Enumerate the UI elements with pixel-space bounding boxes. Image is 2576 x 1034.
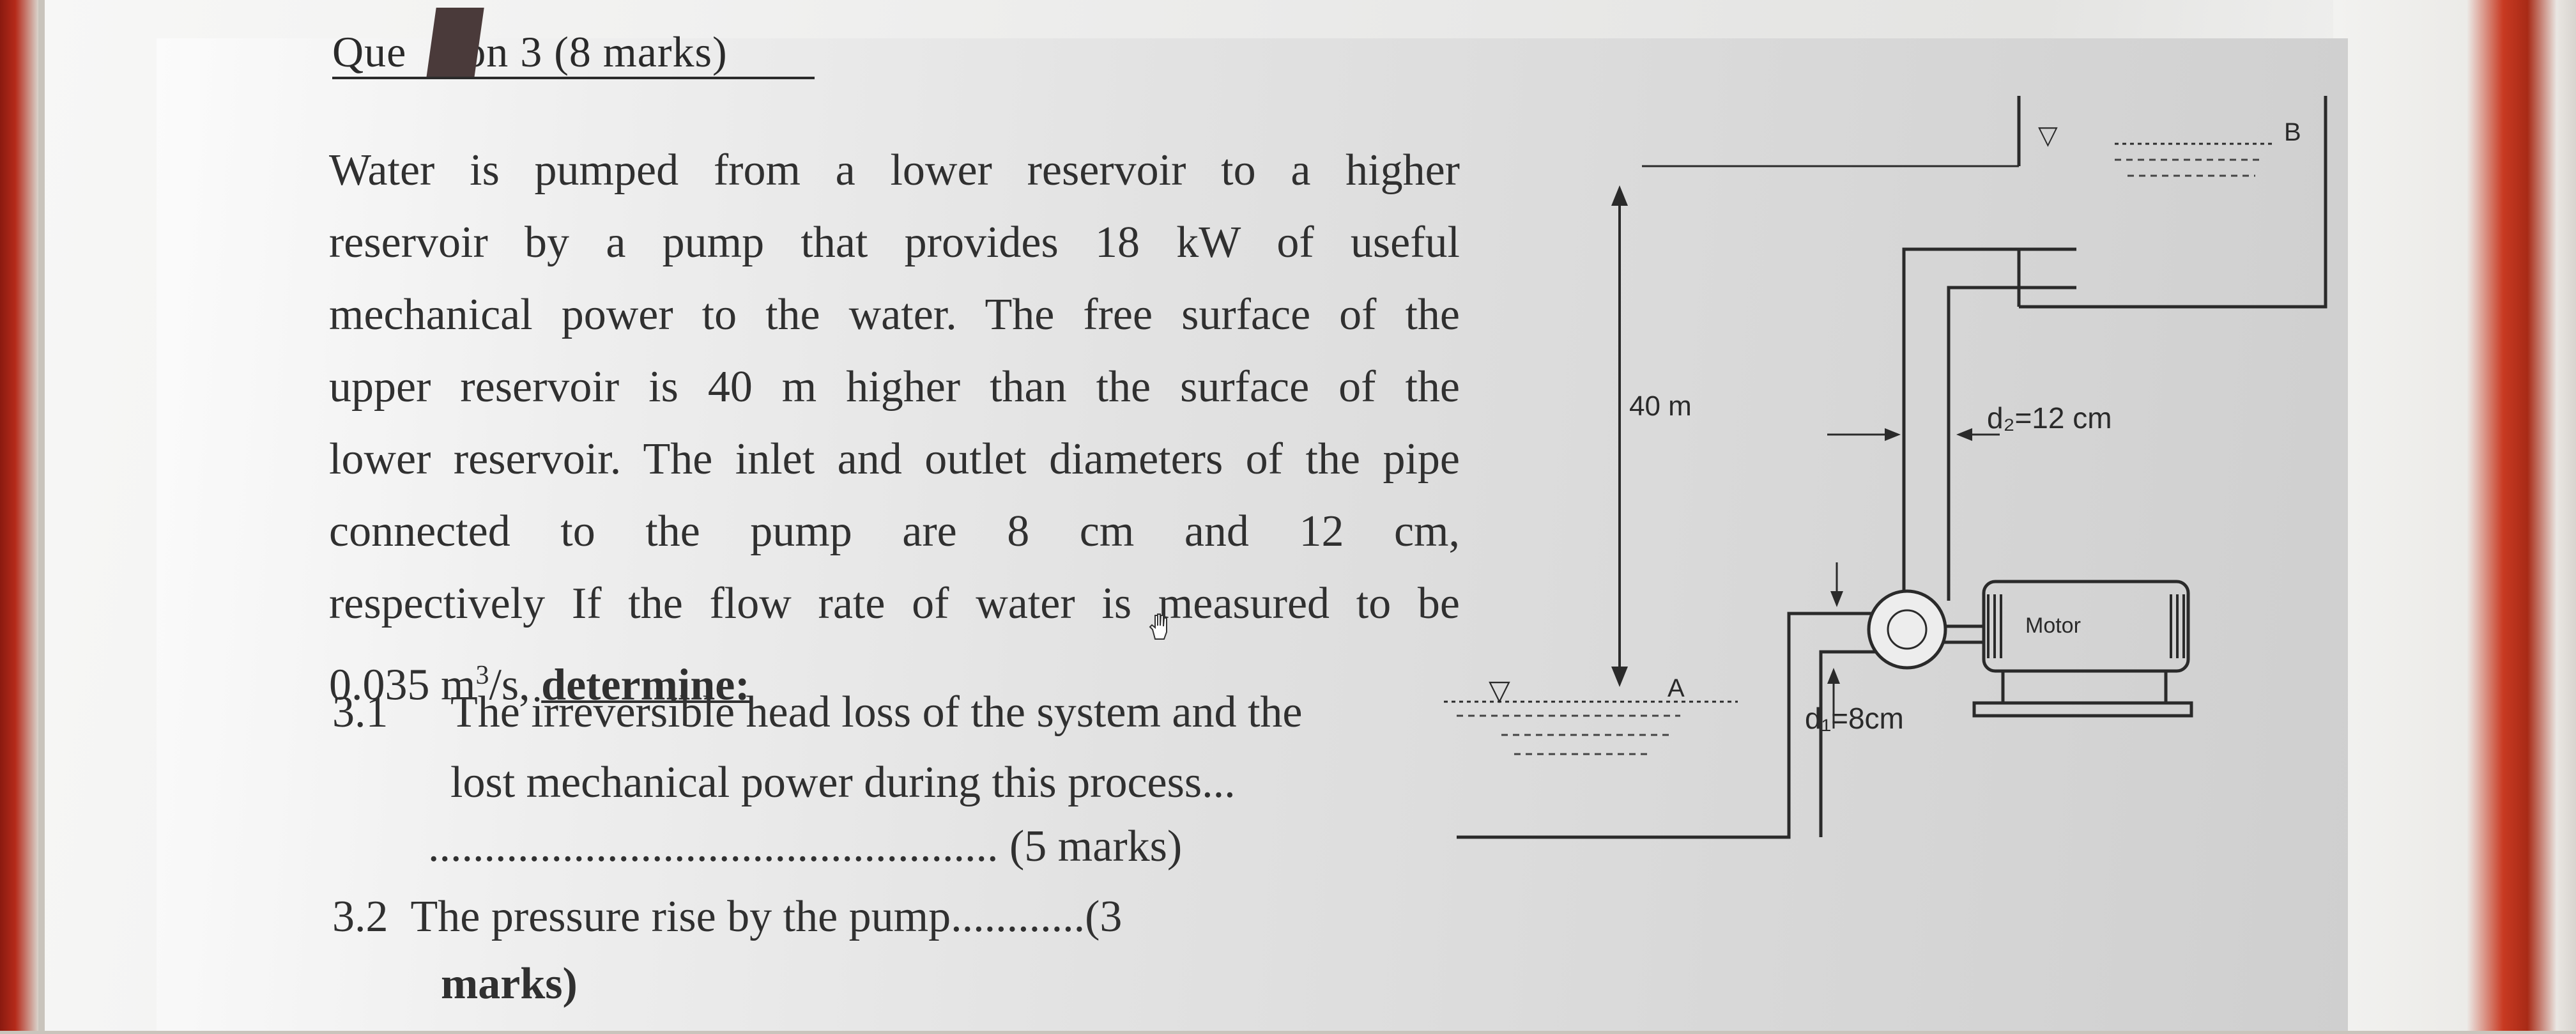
height-arrowhead-bottom [1611,667,1628,687]
motor-label: Motor [2025,613,2081,638]
motor-base [1972,671,2193,718]
statement-line: Water is pumped from a lower reservoir t… [329,146,1460,195]
outlet-pipe-right-wall [1947,286,2076,601]
desk-background-left [0,0,38,1031]
title-part-2: ion 3 (8 marks) [451,27,728,76]
pump-system-diagram: 40 m d₂=12 cm d₁=8cm Motor A B ▽ ▽ [1438,38,2358,1031]
motor-fins-left [1987,594,2002,658]
pump-hub [1887,609,1928,650]
redaction-smudge [426,8,484,78]
statement-line: reservoir by a pump that provides 18 kW … [329,218,1460,267]
flow-unit-exponent: 3 [475,661,489,690]
flow-unit-rest: /s, [489,660,542,710]
inlet-pipe-bottom-wall [1819,650,1878,837]
statement-line: upper reservoir is 40 m higher than the … [329,362,1460,412]
point-a-label: A [1667,674,1685,702]
determine-label: determine: [541,660,750,710]
lower-surface-symbol: ▽ [1489,675,1510,706]
statement-line: connected to the pump are 8 cm and 12 cm… [329,507,1460,556]
d1-arrowhead [1827,668,1840,684]
pump-arrowhead [1830,591,1843,607]
question-3-1-line-1: The irreversible head loss of the system… [450,688,1303,737]
outlet-pipe-left-wall [1902,247,2076,601]
pump-housing [1867,589,1947,670]
question-3-2-number: 3.2 [332,892,388,941]
motor-fins-right [2170,594,2185,658]
hand-cursor-icon [1144,610,1176,642]
question-3-2-text: The pressure rise by the pump...........… [410,892,1123,941]
question-3-1-line-2: lost mechanical power during this proces… [450,758,1236,807]
d2-arrowhead-right [1956,428,1972,441]
motor-shaft [1942,624,1984,644]
question-3-1-marks: (5 marks) [1009,822,1183,871]
answer-dots: ........................................… [428,822,999,871]
d1-label: d₁=8cm [1805,702,1904,735]
upper-reservoir-bottom [2019,96,2327,309]
statement-line: mechanical power to the water. The free … [329,290,1460,339]
title-part-1: Que [332,27,407,76]
question-title: Que ion 3 (8 marks) [332,27,728,77]
question-3-2-marks: marks) [441,959,578,1008]
statement-line: lower reservoir. The inlet and outlet di… [329,435,1460,484]
desk-background-right [2333,0,2576,1031]
question-3-2: 3.2 The pressure rise by the pump.......… [332,891,1123,1008]
question-3-1-number: 3.1 [332,688,388,737]
d2-arrowhead-left [1885,428,1901,441]
inlet-pipe-top-wall [1457,612,1878,839]
height-arrowhead-top [1611,185,1628,206]
d2-label: d₂=12 cm [1987,401,2112,435]
upper-surface-symbol: ▽ [2038,121,2058,150]
flow-rate-line: 0.035 m3/s, determine: [329,640,1460,712]
height-label: 40 m [1629,390,1692,422]
flow-value: 0.035 m [329,660,476,710]
question-3-1-marks-line: ........................................… [428,821,1182,872]
problem-statement: Water is pumped from a lower reservoir t… [329,134,1460,712]
statement-line: respectively If the flow rate of water i… [329,579,1460,628]
title-underline [332,77,815,79]
motor-body [1982,580,2190,673]
printed-area [157,38,2348,1031]
point-b-label: B [2284,118,2301,146]
